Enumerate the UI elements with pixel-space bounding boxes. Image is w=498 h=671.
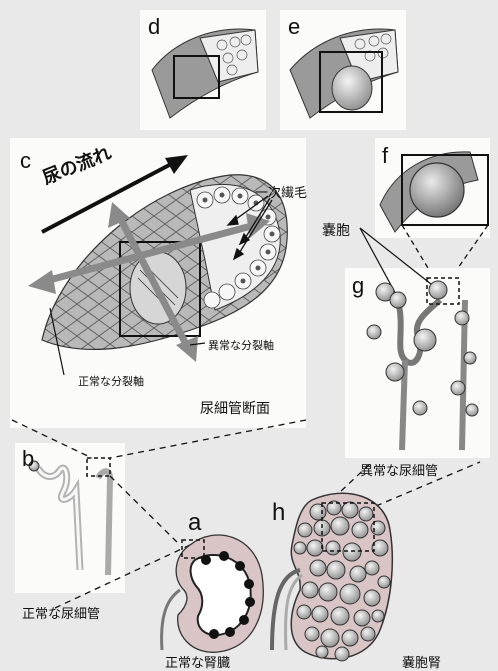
panel-label-g: g	[352, 275, 364, 297]
label-tubule-cross-section: 尿細管断面	[200, 398, 270, 418]
panel-label-f: f	[382, 145, 388, 167]
label-normal-axis: 正常な分裂軸	[78, 373, 144, 389]
panel-label-c: c	[20, 150, 31, 172]
panel-label-d: d	[148, 16, 160, 38]
zoom-connector-c	[12, 420, 306, 458]
label-abnormal-tubule: 異常な尿細管	[360, 460, 438, 479]
panel-label-e: e	[288, 16, 300, 38]
label-abnormal-axis: 異常な分裂軸	[208, 337, 274, 353]
abnormal-tubule-sketch-g	[367, 278, 478, 450]
panel-label-b: b	[22, 448, 34, 470]
label-cystic-kidney: 嚢胞腎	[402, 652, 441, 671]
label-primary-cilia: 一次繊毛	[255, 182, 307, 201]
tubule-sketch-e	[290, 29, 398, 118]
normal-kidney-drawing	[162, 535, 264, 652]
normal-tubule-sketch-b	[29, 458, 110, 575]
panel-label-a: a	[188, 512, 201, 534]
label-normal-kidney: 正常な腎臓	[165, 652, 230, 671]
tubule-sketch-d	[152, 29, 258, 118]
panel-label-h: h	[272, 502, 285, 524]
cystic-kidney-drawing	[272, 493, 392, 661]
label-normal-tubule: 正常な尿細管	[22, 603, 100, 622]
zoom-connector-f	[402, 225, 488, 268]
label-cyst: 嚢胞	[322, 220, 350, 240]
tubule-sketch-f	[380, 152, 488, 232]
cyst-pointer	[360, 228, 436, 298]
